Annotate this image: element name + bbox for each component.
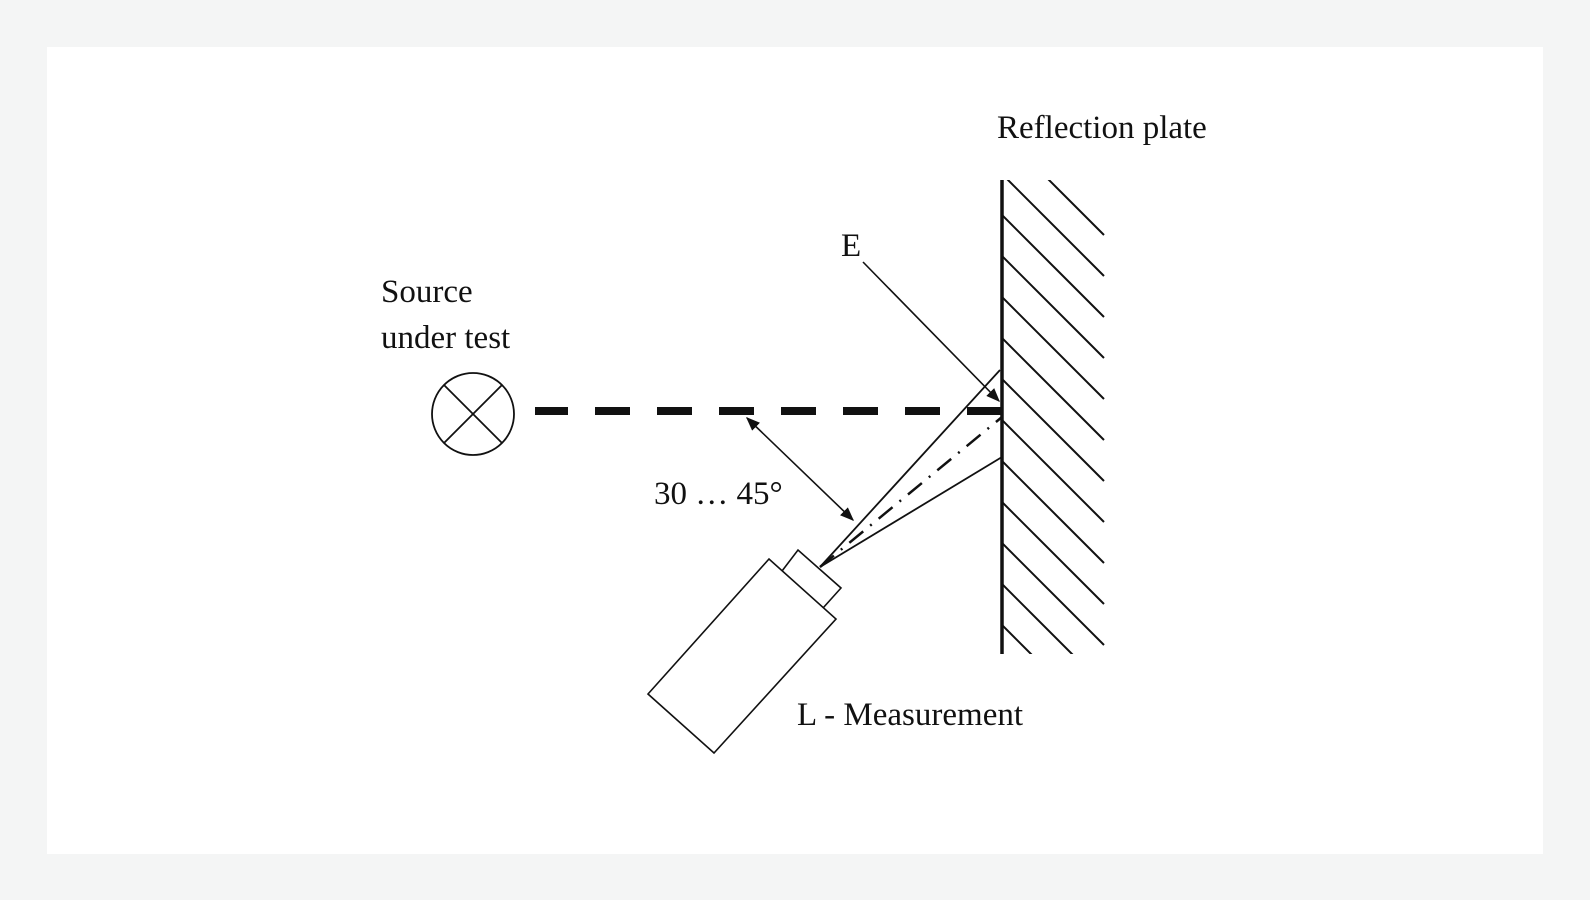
- hatch-line: [1002, 460, 1105, 564]
- measurement-cone: [819, 369, 1003, 568]
- source-label-line2: under test: [381, 320, 510, 356]
- angle-arrow: [745, 417, 855, 521]
- reflection-plate-label: Reflection plate: [997, 110, 1207, 146]
- hatch-line: [1006, 180, 1105, 277]
- plate-hatching: [1002, 180, 1105, 654]
- hatch-line: [1002, 296, 1105, 400]
- hatch-line: [1002, 624, 1033, 654]
- illuminance-arrow: [862, 261, 1000, 403]
- measurement-label: L - Measurement: [797, 697, 1023, 733]
- luminance-meter-icon: [646, 548, 843, 755]
- source-symbol: [431, 372, 515, 456]
- source-label-line1: Source: [381, 274, 473, 310]
- hatch-line: [1002, 337, 1105, 441]
- reflection-plate: [1000, 180, 1105, 654]
- angle-label: 30 … 45°: [654, 476, 783, 512]
- hatch-line: [1002, 214, 1105, 318]
- hatch-line: [1002, 419, 1105, 523]
- hatch-line: [1047, 180, 1105, 236]
- hatch-line: [1002, 378, 1105, 482]
- hatch-line: [1002, 583, 1074, 654]
- illuminance-label: E: [841, 228, 861, 264]
- hatch-line: [1002, 501, 1105, 605]
- hatch-line: [1002, 255, 1105, 359]
- hatch-line: [1002, 542, 1105, 646]
